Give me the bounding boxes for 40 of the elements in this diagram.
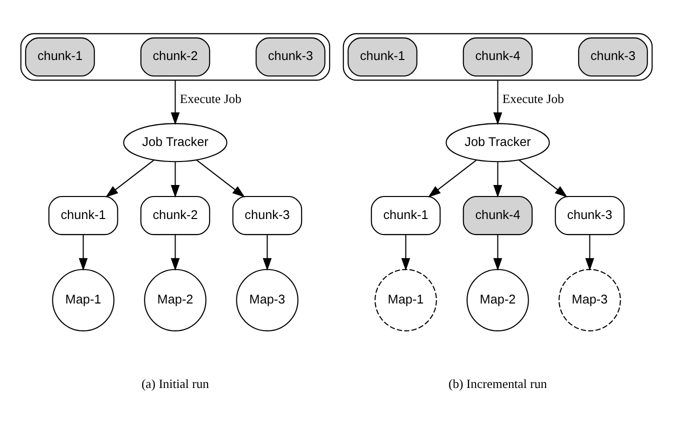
node-circle: Map-2 — [144, 268, 206, 331]
arrow — [401, 234, 410, 270]
node-box: chunk-1 — [25, 36, 95, 76]
label: (a) Initial run — [141, 376, 210, 391]
arrow — [493, 161, 502, 198]
cluster — [342, 32, 653, 80]
node-ellipse: Job Tracker — [446, 122, 550, 162]
arrow — [585, 234, 594, 270]
node-box: chunk-1 — [48, 196, 118, 235]
node-box: chunk-4 — [462, 36, 533, 76]
node-circle: Map-1 — [52, 268, 114, 331]
arrow — [493, 80, 502, 125]
arrow — [493, 234, 502, 270]
arrow — [170, 234, 180, 270]
edge-label: Execute Job — [180, 92, 242, 106]
node-box: chunk-1 — [370, 196, 441, 235]
label: (b) Incremental run — [448, 376, 548, 391]
arrow — [105, 159, 154, 197]
node-circle: Map-2 — [466, 268, 529, 331]
node-box: chunk-1 — [348, 36, 418, 76]
node-box: chunk-3 — [232, 196, 302, 235]
edge-label: Execute Job — [502, 92, 564, 106]
node-box: chunk-3 — [578, 36, 648, 76]
arrow — [428, 159, 477, 197]
node-box: chunk-4 — [462, 196, 533, 235]
arrow — [170, 80, 180, 125]
node-box: chunk-2 — [140, 36, 210, 76]
node-box: chunk-2 — [140, 196, 210, 235]
arrow — [196, 159, 246, 197]
arrow — [78, 234, 88, 270]
node-circle: Map-1 — [374, 268, 437, 331]
node-ellipse: Job Tracker — [123, 122, 228, 162]
cluster — [20, 32, 330, 80]
node-circle: Map-3 — [236, 268, 298, 331]
arrow — [518, 159, 568, 197]
arrow — [262, 234, 272, 270]
node-box: chunk-3 — [256, 36, 326, 76]
node-circle: Map-3 — [558, 268, 621, 331]
node-box: chunk-3 — [554, 196, 625, 235]
arrow — [170, 161, 180, 198]
